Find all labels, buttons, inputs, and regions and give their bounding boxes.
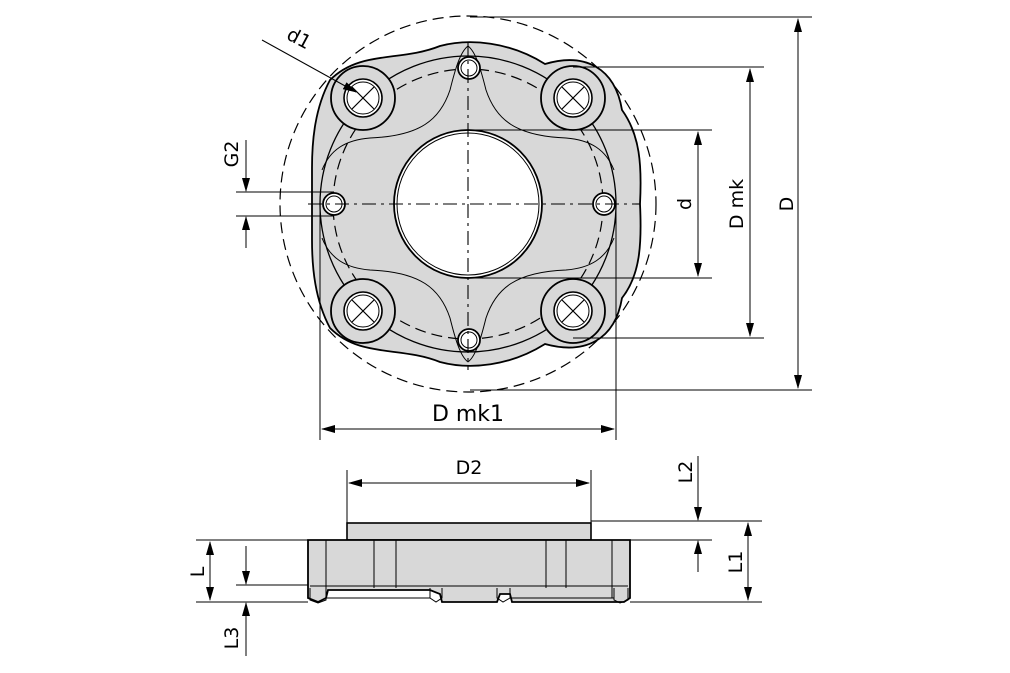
foot-center-right bbox=[496, 588, 511, 603]
inner-profile bbox=[321, 237, 469, 363]
label-l1: L1 bbox=[725, 551, 747, 574]
side-view bbox=[307, 522, 631, 604]
label-d1: d1 bbox=[283, 23, 315, 54]
foot-left bbox=[309, 588, 327, 604]
top-view bbox=[279, 15, 657, 393]
small-hole-top bbox=[457, 56, 481, 80]
side-dimensions: D2 L2 L1 L L3 bbox=[187, 456, 762, 656]
top-plate bbox=[346, 522, 592, 541]
label-dmk: D mk bbox=[726, 179, 748, 229]
outer-dashed-circle bbox=[279, 15, 657, 393]
foot-center-left bbox=[429, 588, 443, 603]
bolt-boss-top-left bbox=[330, 65, 396, 131]
label-dmk1: D mk1 bbox=[432, 402, 504, 427]
label-d2: D2 bbox=[456, 457, 483, 479]
label-l: L bbox=[187, 566, 209, 577]
side-body bbox=[307, 539, 631, 603]
inner-profile bbox=[321, 45, 469, 171]
label-l3: L3 bbox=[221, 627, 243, 650]
bolt-boss-top-right bbox=[540, 65, 606, 131]
label-l2: L2 bbox=[675, 461, 697, 484]
leader-d1 bbox=[261, 39, 357, 93]
label-g2: G2 bbox=[221, 141, 243, 168]
bolt-boss-bottom-right bbox=[540, 278, 606, 344]
bolt-boss-bottom-left bbox=[330, 278, 396, 344]
foot-right bbox=[613, 588, 629, 604]
small-hole-bottom bbox=[457, 328, 481, 352]
label-d-bore: d bbox=[674, 198, 696, 210]
label-d-outer: D bbox=[776, 197, 798, 212]
